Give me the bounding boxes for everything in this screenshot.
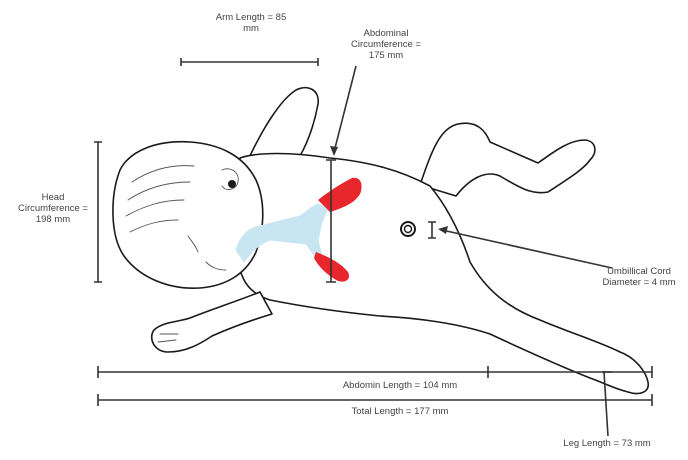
arm-length-line-2: mm xyxy=(196,23,306,34)
arm-length-label: Arm Length = 85 mm xyxy=(196,12,306,34)
arm-length-line-1: Arm Length = 85 xyxy=(196,12,306,23)
raised-arm xyxy=(248,88,318,162)
abdominal-circumference-arrow-line xyxy=(334,66,356,152)
total-length-label: Total Length = 177 mm xyxy=(310,406,490,417)
head-circumference-line-2: Circumference = xyxy=(12,203,94,214)
head-circumference-line-3: 198 mm xyxy=(12,214,94,225)
fetus-body xyxy=(113,88,648,394)
total-length-line xyxy=(98,394,652,406)
leg-length-label: Leg Length = 73 mm xyxy=(552,438,662,449)
abdominal-circumference-line-3: 175 mm xyxy=(336,50,436,61)
head-circumference-label: Head Circumference = 198 mm xyxy=(12,192,94,225)
head-circumference-line xyxy=(94,142,102,282)
ear-canal xyxy=(228,180,236,188)
abdominal-circumference-arrowhead xyxy=(330,146,338,156)
abdominal-circumference-line-1: Abdominal xyxy=(336,28,436,39)
arm-length-line xyxy=(181,58,318,66)
raised-leg xyxy=(420,123,595,196)
umbilical-cord-line-2: Diameter = 4 mm xyxy=(594,277,684,288)
abdomin-length-label: Abdomin Length = 104 mm xyxy=(310,380,490,391)
umbilical-cord-line-1: Umbillical Cord xyxy=(594,266,684,277)
abdominal-circumference-label: Abdominal Circumference = 175 mm xyxy=(336,28,436,61)
head-circumference-line-1: Head xyxy=(12,192,94,203)
lower-arm xyxy=(152,292,272,352)
abdominal-circumference-line-2: Circumference = xyxy=(336,39,436,50)
head xyxy=(113,142,263,288)
umbilical-cord-label: Umbillical Cord Diameter = 4 mm xyxy=(594,266,684,288)
